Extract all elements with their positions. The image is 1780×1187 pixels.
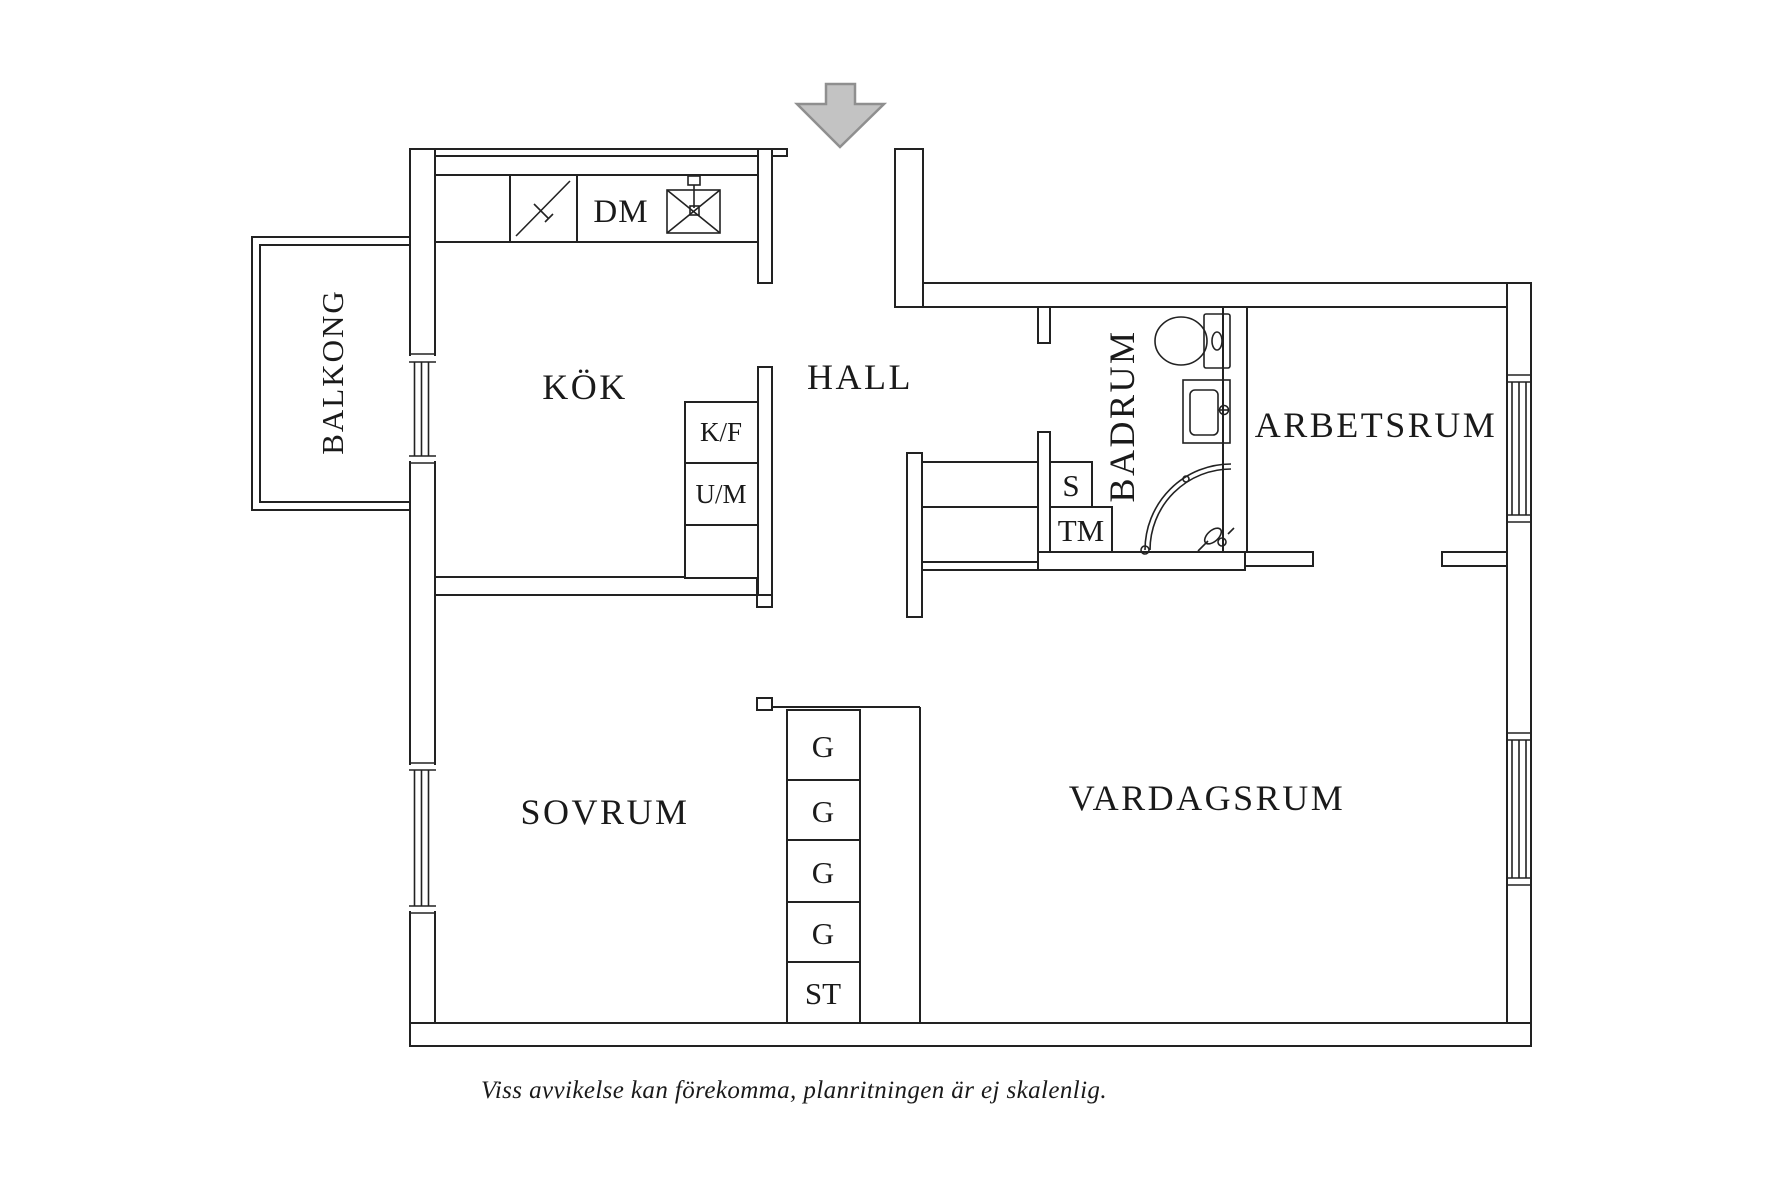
room-label-livingroom: VARDAGSRUM xyxy=(1069,778,1345,818)
appliance-column xyxy=(684,401,759,579)
wall-hall-west xyxy=(906,452,923,618)
label-wardrobe-3: G xyxy=(812,855,834,890)
label-dishwasher: DM xyxy=(593,194,648,230)
window-livingroom-icon xyxy=(1507,732,1531,886)
label-oven-microwave: U/M xyxy=(695,479,746,509)
window-office-icon xyxy=(1507,374,1531,523)
room-label-office: ARBETSRUM xyxy=(1255,405,1498,445)
label-cleaning-closet: ST xyxy=(805,976,841,1011)
wall-bathroom-west-upper xyxy=(1037,306,1051,344)
hall-closet xyxy=(921,461,1039,508)
label-wardrobe-2: G xyxy=(812,794,834,829)
wall-bottom xyxy=(409,1022,1532,1047)
hall-bathroom-fixtures xyxy=(921,313,1235,555)
wall-office-south-left xyxy=(1244,551,1314,567)
label-washing-machine: TM xyxy=(1058,513,1105,548)
wall-hall-south xyxy=(921,561,1039,571)
windows xyxy=(409,353,1531,914)
cabinet-box xyxy=(1049,461,1093,508)
wall-bathroom-west-lower xyxy=(1037,431,1051,553)
room-label-hall: HALL xyxy=(807,357,913,397)
basin-icon xyxy=(1182,379,1231,444)
shower-icon xyxy=(1140,463,1235,555)
door-jamb-bedroom-top xyxy=(756,594,773,608)
closet-column xyxy=(786,709,861,1024)
kitchen-sink-icon xyxy=(666,175,721,234)
wall-entry-right xyxy=(894,148,924,308)
wall-kitchen-bedroom xyxy=(434,576,758,596)
room-label-kitchen: KÖK xyxy=(542,367,628,407)
room-label-bedroom: SOVRUM xyxy=(520,792,689,832)
wall-office-south-right xyxy=(1441,551,1508,567)
stove-icon xyxy=(515,180,571,237)
wall-bathroom-office xyxy=(1222,306,1248,553)
room-label-bathroom: BADRUM xyxy=(1102,329,1142,502)
door-jamb-bedroom-bottom xyxy=(756,697,773,711)
wall-bathroom-south xyxy=(1037,551,1246,571)
kitchen-counter xyxy=(434,174,759,243)
label-fridge-freezer: K/F xyxy=(700,417,742,447)
kitchen-fixtures xyxy=(434,174,759,579)
washing-machine-box xyxy=(1049,506,1113,553)
balcony-outline xyxy=(251,236,410,511)
wall-kitchen-hall-upper xyxy=(757,148,773,284)
wall-kitchen-hall-lower xyxy=(757,366,773,596)
window-bedroom-icon xyxy=(409,762,436,914)
label-wardrobe-1: G xyxy=(812,729,834,764)
exterior-walls xyxy=(409,148,1532,1047)
wall-top-right xyxy=(922,282,1532,308)
label-cabinet: S xyxy=(1062,468,1079,503)
interior-walls xyxy=(434,148,1508,1023)
room-label-balcony: BALKONG xyxy=(315,289,350,455)
disclaimer-caption: Viss avvikelse kan förekomma, planritnin… xyxy=(481,1077,1107,1104)
label-wardrobe-4: G xyxy=(812,916,834,951)
toilet-icon xyxy=(1154,313,1231,369)
window-balcony-icon xyxy=(409,353,436,464)
wall-top-left xyxy=(409,148,788,157)
entrance-arrow-icon xyxy=(793,82,888,149)
